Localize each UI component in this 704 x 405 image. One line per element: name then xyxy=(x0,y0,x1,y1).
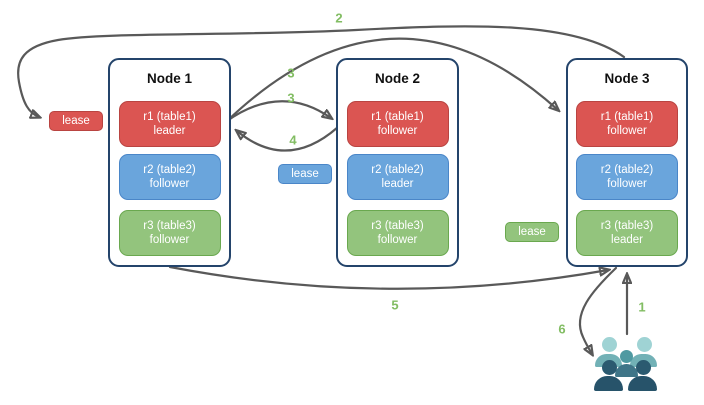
node-1-title: Node 1 xyxy=(146,71,192,86)
node-2-replica-r1: r1 (table1) follower xyxy=(346,101,449,147)
node-3-title: Node 3 xyxy=(604,71,650,86)
step-label-2: 2 xyxy=(335,10,343,26)
replica-role: follower xyxy=(149,234,190,246)
step-label-3a: 3 xyxy=(287,65,295,81)
node-2: Node 2 r1 (table1) follower r2 (table2) … xyxy=(336,58,459,267)
lease-badge-table2: lease xyxy=(278,164,332,184)
node-1-replica-r3: r3 (table3) follower xyxy=(118,210,221,256)
arrow-step5-node1-to-node3 xyxy=(168,265,608,290)
users-icon xyxy=(592,332,668,394)
step-label-6: 6 xyxy=(558,321,566,337)
arrow-step4-node2-to-node1 xyxy=(237,125,340,152)
node-1-replica-r1: r1 (table1) leader xyxy=(118,101,221,147)
replica-role: follower xyxy=(607,125,647,137)
replica-name: r3 (table3) xyxy=(600,219,654,232)
arrow-step3-node1-to-node3 xyxy=(225,37,558,123)
replica-name: r2 (table2) xyxy=(143,163,196,176)
replica-name: r3 (table3) xyxy=(371,219,424,232)
user-front-right-icon xyxy=(592,332,668,394)
replica-name: r1 (table1) xyxy=(143,110,196,123)
lease-badge-table3: lease xyxy=(505,222,559,242)
node-2-replica-r2: r2 (table2) leader xyxy=(346,154,449,200)
step-label-3b: 3 xyxy=(287,90,295,106)
replica-role: follower xyxy=(377,234,418,246)
node-1-replica-r2: r2 (table2) follower xyxy=(118,154,221,200)
lease-badge-table1: lease xyxy=(49,111,103,131)
node-3-replica-r3: r3 (table3) leader xyxy=(576,210,678,256)
node-3-replica-r2: r2 (table2) follower xyxy=(576,154,678,200)
replica-role: leader xyxy=(381,178,414,190)
step-label-1: 1 xyxy=(638,299,646,315)
node-2-replica-r3: r3 (table3) follower xyxy=(346,210,449,256)
replica-name: r2 (table2) xyxy=(371,163,424,176)
arrow-step6-node3-to-users xyxy=(578,266,618,354)
user-middle-icon xyxy=(592,332,668,394)
node-3-replica-r1: r1 (table1) follower xyxy=(576,101,678,147)
node-1: Node 1 r1 (table1) leader r2 (table2) fo… xyxy=(108,58,231,267)
node-2-title: Node 2 xyxy=(374,71,420,86)
replica-name: r1 (table1) xyxy=(600,110,654,123)
step-label-4: 4 xyxy=(289,132,297,148)
replica-role: follower xyxy=(607,178,647,190)
arrow-step2-node3-to-lease1 xyxy=(17,25,626,117)
replica-name: r1 (table1) xyxy=(371,110,424,123)
node-3: Node 3 r1 (table1) follower r2 (table2) … xyxy=(566,58,688,267)
replica-role: follower xyxy=(149,178,190,190)
replica-role: leader xyxy=(611,234,643,246)
replica-role: leader xyxy=(153,125,186,137)
replica-role: follower xyxy=(377,125,418,137)
step-label-5: 5 xyxy=(391,297,399,313)
user-front-left-icon xyxy=(592,332,668,394)
replica-name: r2 (table2) xyxy=(600,163,654,176)
arrow-step3-node1-to-node2 xyxy=(225,100,331,123)
replica-name: r3 (table3) xyxy=(143,219,196,232)
